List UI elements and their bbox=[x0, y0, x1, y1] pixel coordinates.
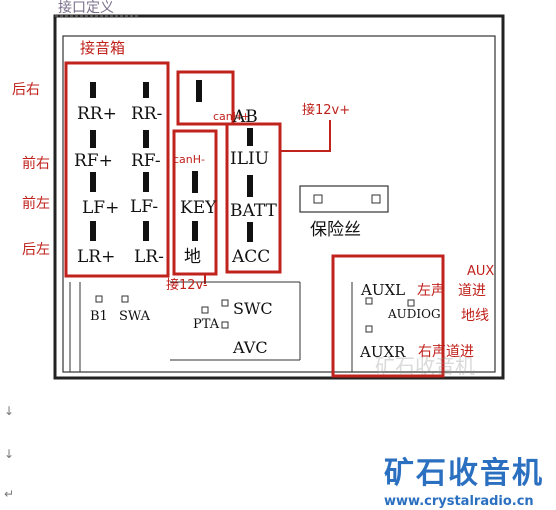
pin-lr-minus: LR- bbox=[134, 247, 164, 267]
outer-frame bbox=[53, 14, 505, 380]
aux-label: AUX bbox=[467, 264, 495, 279]
diagram-title: 接口定义 bbox=[58, 0, 114, 16]
power-box bbox=[225, 122, 282, 274]
pin-lf-minus: LF- bbox=[130, 197, 159, 217]
pin-auxl: AUXL bbox=[361, 281, 406, 299]
plus12-pointer bbox=[279, 120, 331, 152]
rear-right-label: 后右 bbox=[12, 82, 40, 98]
pin-acc: ACC bbox=[232, 247, 271, 267]
brand-logo: 矿石收音机 www.crystalradio.cn bbox=[384, 448, 552, 509]
pin-lr-plus: LR+ bbox=[77, 247, 116, 267]
pin-ground: 地 bbox=[184, 247, 201, 267]
can-low-box bbox=[172, 129, 218, 276]
pin-rr-plus: RR+ bbox=[77, 104, 117, 124]
pin-key: KEY bbox=[180, 198, 217, 218]
plus12-top-label: 接12v+ bbox=[302, 103, 351, 118]
aux-ground-label-2: 地线 bbox=[461, 308, 489, 324]
paragraph-mark-2: ↓ bbox=[4, 447, 15, 461]
can-low-label: canH- bbox=[173, 153, 206, 166]
watermark: 矿石收音机 bbox=[375, 354, 475, 378]
aux-ground-label-1: 道进 bbox=[458, 283, 486, 299]
small-pads bbox=[95, 295, 415, 333]
front-left-label: 前左 bbox=[22, 196, 50, 212]
pin-avc: AVC bbox=[233, 338, 268, 357]
speaker-pin-bars bbox=[90, 80, 253, 242]
pin-lf-plus: LF+ bbox=[82, 198, 120, 218]
aux-box bbox=[331, 254, 445, 378]
brand-title: 矿石收音机 bbox=[384, 456, 544, 491]
pin-batt: BATT bbox=[230, 201, 277, 221]
fuse-label: 保险丝 bbox=[310, 220, 361, 240]
rear-left-label: 后左 bbox=[22, 242, 50, 258]
pin-audiog: AUDIOG bbox=[388, 307, 441, 321]
brand-url: www.crystalradio.cn bbox=[384, 494, 534, 509]
paragraph-mark-1: ↓ bbox=[4, 404, 15, 418]
inner-frame bbox=[62, 35, 496, 373]
can-high-label: canH+ bbox=[213, 110, 251, 123]
speaker-label: 接音箱 bbox=[80, 39, 126, 57]
front-right-label: 前右 bbox=[22, 156, 50, 172]
pin-auxr: AUXR bbox=[360, 343, 406, 361]
pin-swc: SWC bbox=[233, 299, 273, 318]
fuse-contact-left bbox=[313, 194, 323, 204]
can-high-box bbox=[176, 70, 235, 126]
pin-b1: B1 bbox=[90, 309, 108, 324]
pin-rf-minus: RF- bbox=[131, 151, 161, 171]
aux-right-label: 右声道进 bbox=[418, 344, 474, 360]
pin-swa: SWA bbox=[119, 309, 151, 324]
plus12-bottom-label: 接12v- bbox=[166, 278, 208, 293]
pin-ab: AB bbox=[233, 107, 258, 127]
pin-rr-minus: RR- bbox=[131, 104, 163, 124]
speaker-box bbox=[64, 61, 170, 278]
fuse-contact-right bbox=[371, 194, 381, 204]
pin-pta: PTA bbox=[193, 317, 220, 332]
fuse-box bbox=[299, 185, 389, 213]
pin-iliu: ILIU bbox=[230, 149, 270, 169]
pin-rf-plus: RF+ bbox=[74, 151, 113, 171]
blank-area bbox=[0, 380, 556, 510]
paragraph-mark-3: ↵ bbox=[4, 487, 15, 501]
aux-left-label: 左声 bbox=[417, 283, 445, 299]
